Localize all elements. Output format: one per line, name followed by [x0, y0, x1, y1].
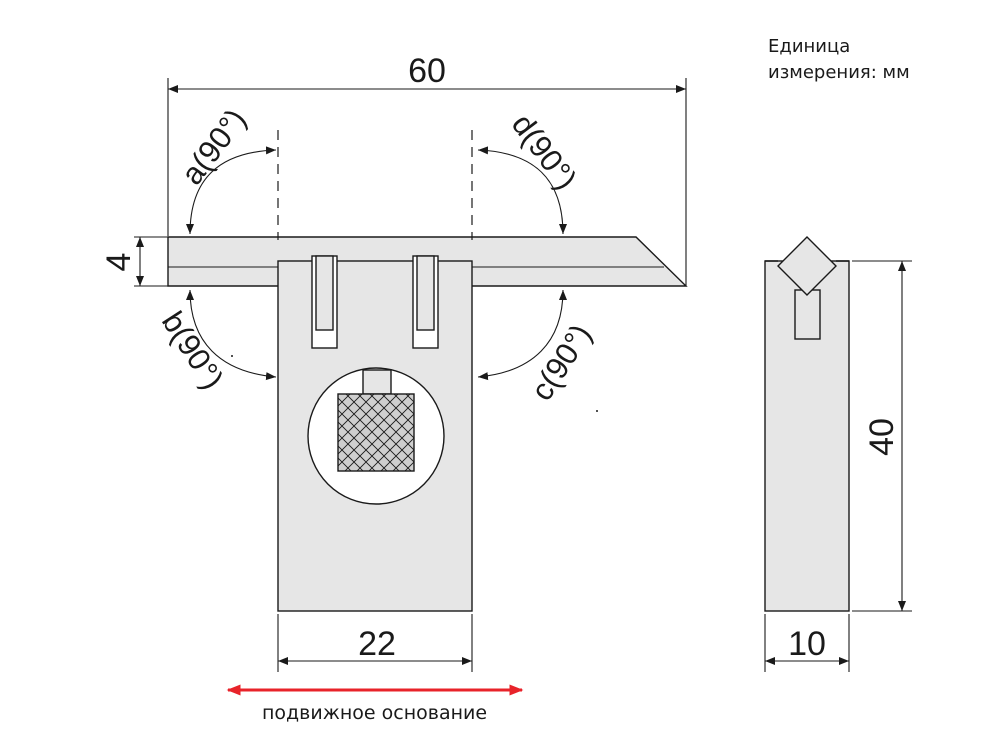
dim-22	[277, 614, 473, 672]
unit-note-line1: Единица	[768, 36, 851, 57]
angle-d-label: d(90°)	[505, 107, 584, 196]
angle-arcs	[186, 146, 567, 381]
side-view	[764, 236, 850, 612]
front-view	[167, 236, 688, 612]
dim-10-label: 10	[788, 625, 826, 663]
angle-a-label: a(90°)	[174, 102, 253, 191]
dim-4	[134, 236, 168, 287]
dim-22-label: 22	[358, 625, 396, 663]
lock-knob-stem	[362, 369, 392, 395]
dim-40	[852, 260, 912, 612]
unit-note-line2: измерения: мм	[768, 62, 910, 83]
side-slot	[794, 289, 821, 340]
dim-4-label: 4	[100, 253, 138, 272]
center-dashes	[277, 130, 473, 240]
lock-knob-knurled	[337, 393, 415, 472]
dim-10	[764, 614, 850, 672]
sliding-base-caption: подвижное основание	[262, 702, 488, 724]
angle-b-label: b(90°)	[155, 305, 231, 395]
dim-60-label: 60	[408, 52, 446, 90]
unit-note: Единица измерения: мм	[768, 34, 910, 86]
side-body	[764, 260, 850, 612]
blade-section	[777, 236, 837, 296]
dim-60	[167, 78, 687, 286]
dim-40-label: 40	[863, 418, 901, 456]
angle-c-label: c(90°)	[524, 318, 599, 407]
